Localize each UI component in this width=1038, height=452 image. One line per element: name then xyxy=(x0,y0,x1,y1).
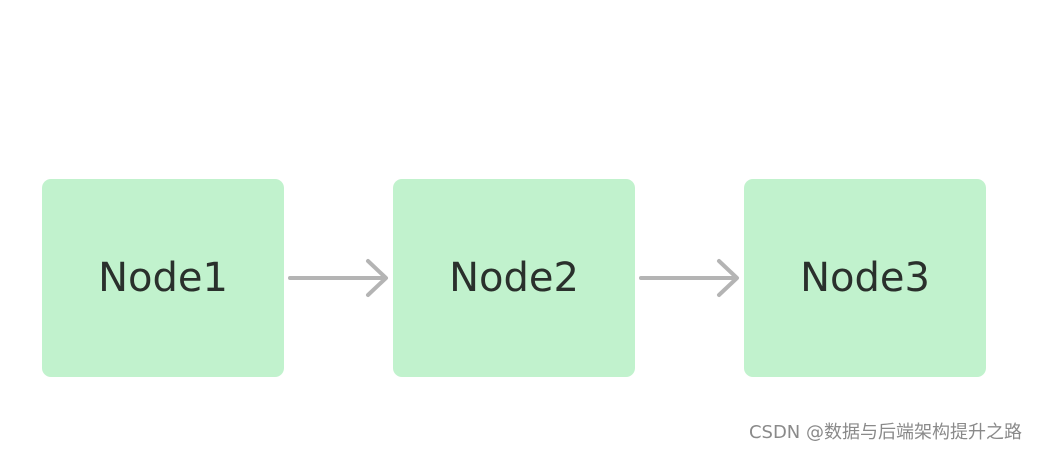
arrow-node2-to-node3-icon xyxy=(639,259,739,297)
node-label-2: Node2 xyxy=(449,255,579,301)
node-box-3: Node3 xyxy=(744,179,986,377)
node-box-2: Node2 xyxy=(393,179,635,377)
node-label-1: Node1 xyxy=(98,255,228,301)
arrow-node1-to-node2-icon xyxy=(288,259,388,297)
node-label-3: Node3 xyxy=(800,255,930,301)
watermark-text: CSDN @数据与后端架构提升之路 xyxy=(748,422,1022,443)
node-box-1: Node1 xyxy=(42,179,284,377)
